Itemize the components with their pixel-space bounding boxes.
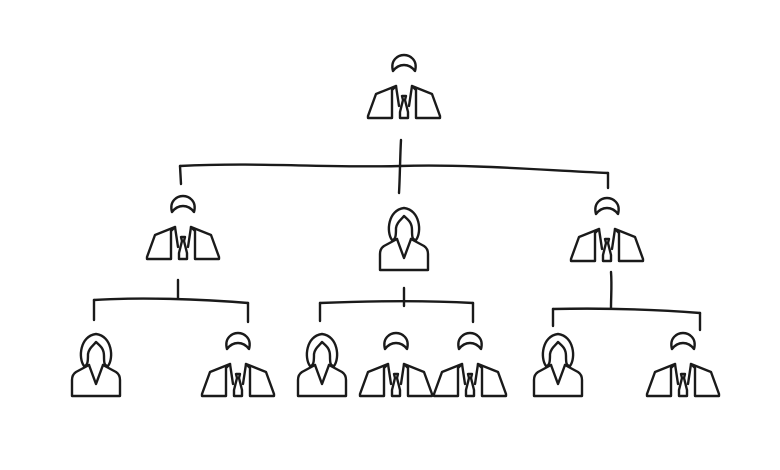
man-person-icon — [200, 331, 276, 398]
connector-left-horizontal — [92, 297, 250, 305]
woman-person-icon — [532, 332, 584, 398]
people — [70, 53, 721, 398]
woman-person-icon — [378, 206, 430, 272]
connector-middle-horizontal — [318, 299, 475, 305]
connector-right-horizontal — [551, 307, 702, 315]
woman-person-icon — [70, 332, 122, 398]
man-person-icon — [569, 196, 645, 263]
man-person-icon — [145, 194, 221, 261]
woman-person-icon — [296, 332, 348, 398]
connector-lines — [92, 138, 702, 332]
man-person-icon — [645, 331, 721, 398]
man-person-icon — [432, 331, 508, 398]
man-person-icon — [358, 331, 434, 398]
connector-drop-left — [178, 164, 183, 186]
man-person-icon — [366, 53, 442, 120]
connector-level2-horizontal — [178, 163, 610, 175]
